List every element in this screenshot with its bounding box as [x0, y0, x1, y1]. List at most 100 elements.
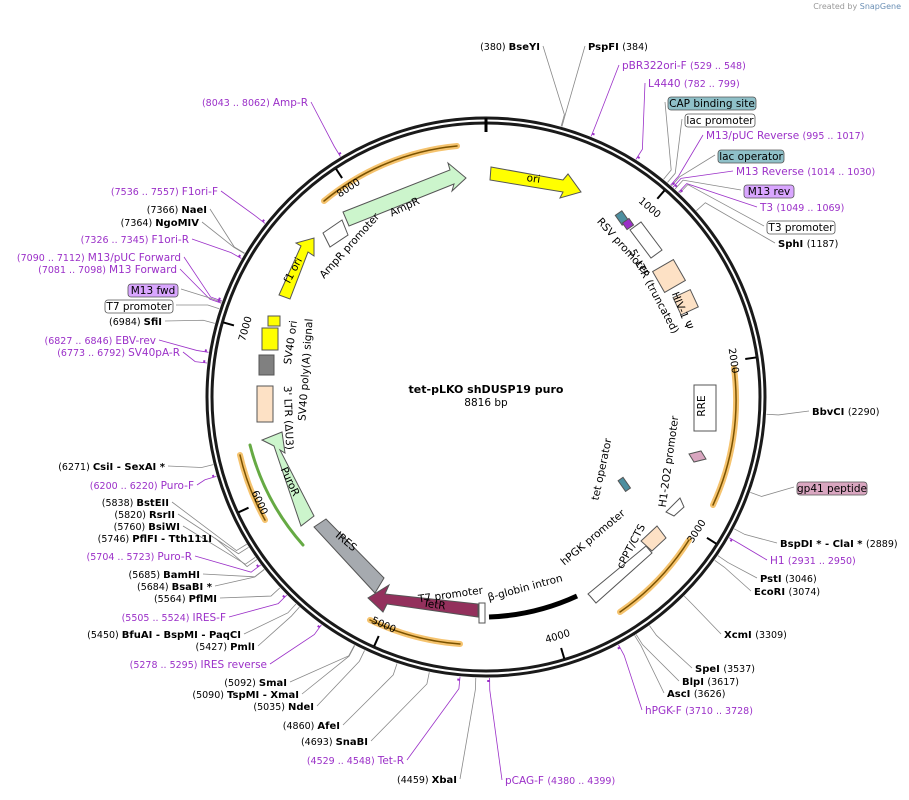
site-bspdi-clai[interactable]: BspDI * - ClaI * (2889) [780, 539, 898, 550]
primer-mark [317, 624, 321, 628]
feature-label-h1-2o2-promoter[interactable]: H1-2O2 promoter [657, 415, 682, 509]
primer-h1[interactable]: H1 (2931 .. 2950) [770, 555, 856, 567]
primer-m13-puc-reverse[interactable]: M13/pUC Reverse (995 .. 1017) [706, 130, 864, 142]
primer-m13-forward[interactable]: (7081 .. 7098) M13 Forward [38, 264, 177, 276]
site-sphi[interactable]: SphI (1187) [778, 239, 838, 250]
feature-label-globin-intron[interactable]: β-globin intron [487, 572, 564, 604]
primer-puro-f[interactable]: (6200 .. 6220) Puro-F [90, 480, 194, 492]
site-bbvci[interactable]: BbvCI (2290) [812, 407, 879, 418]
feature-3ltr [256, 385, 274, 423]
site-bsabi[interactable]: (5684) BsaBI * [137, 582, 213, 593]
site-bsiwi[interactable]: (5760) BsiWI [114, 522, 180, 533]
site-afei[interactable]: (4860) AfeI [283, 721, 340, 732]
boxed-label-box [796, 481, 868, 496]
primer-mark [211, 474, 215, 478]
feature-label-sv40-ori[interactable]: SV40 ori [282, 320, 300, 365]
primer-tet-r[interactable]: (4529 .. 4548) Tet-R [307, 755, 404, 767]
site-sfii[interactable]: (6984) SfiI [109, 317, 162, 328]
site-pmli[interactable]: (5427) PmlI [195, 642, 255, 653]
feature-label-tet-operator[interactable]: tet operator [590, 437, 615, 502]
site-ecori[interactable]: EcoRI (3074) [754, 587, 820, 598]
boxed-label-m13-fwd[interactable]: M13 fwd [131, 285, 176, 297]
primer-hpgk-f[interactable]: hPGK-F (3710 .. 3728) [645, 705, 753, 717]
boxed-label-lac-promoter[interactable]: lac promoter [686, 115, 754, 127]
boxed-label-m13-rev[interactable]: M13 rev [748, 186, 791, 198]
leader-line [219, 587, 281, 599]
primer-m13-reverse[interactable]: M13 Reverse (1014 .. 1030) [736, 166, 875, 178]
site-position: (5838) [102, 498, 137, 509]
primer-ebv-rev[interactable]: (6827 .. 6846) EBV-rev [44, 335, 156, 347]
leader-line [489, 677, 503, 781]
feature-label-3-ltr-u3[interactable]: 3' LTR (ΔU3) [281, 386, 295, 450]
boxed-label-cap-binding-site[interactable]: CAP binding site [669, 98, 755, 110]
primer-f1ori-r[interactable]: (7326 .. 7345) F1ori-R [81, 234, 189, 246]
primer-position: (2931 .. 2950) [788, 556, 856, 567]
site-smai[interactable]: (5092) SmaI [224, 678, 287, 689]
leader-line [672, 170, 734, 188]
site-pspfi[interactable]: PspFI (384) [588, 42, 648, 53]
site-naei[interactable]: (7366) NaeI [147, 205, 207, 216]
site-name: RsrII [149, 510, 175, 521]
site-name: CsiI - SexAI * [93, 462, 166, 473]
site-snabi[interactable]: (4693) SnaBI [301, 737, 368, 748]
boxed-label-t7-promoter[interactable]: T7 promoter [105, 301, 172, 313]
leader-line [158, 339, 209, 353]
site-bsteii[interactable]: (5838) BstEII [102, 498, 169, 509]
site-tspmi-xmai[interactable]: (5090) TspMI - XmaI [192, 690, 299, 701]
primer-mark [679, 189, 684, 193]
leader-line [310, 101, 341, 157]
primer-position: (995 .. 1017) [803, 131, 865, 142]
feature-label-sv40-poly-a-signal[interactable]: SV40 poly(A) signal [296, 318, 315, 421]
primer-amp-r[interactable]: (8043 .. 8062) Amp-R [202, 97, 308, 109]
site-ndei[interactable]: (5035) NdeI [253, 702, 314, 713]
primer-mark [338, 151, 342, 155]
site-blpi[interactable]: BlpI (3617) [682, 677, 739, 688]
site-bamhi[interactable]: (5685) BamHI [129, 570, 201, 581]
restriction-sites: (380) BseYI PspFI (384) SphI (1187) BbvCI (… [58, 42, 897, 786]
boxed-label-t3-promoter[interactable]: T3 promoter [767, 222, 834, 234]
leader-line [717, 555, 758, 579]
primer-t3[interactable]: T3 (1049 .. 1069) [759, 202, 844, 214]
primer-ires-f[interactable]: (5505 .. 5524) IRES-F [122, 612, 226, 624]
site-xbai[interactable]: (4459) XbaI [397, 775, 457, 786]
primer-mark [674, 184, 678, 188]
primer-f1ori-f[interactable]: (7536 .. 7557) F1ori-F [111, 186, 218, 198]
boxed-label-lac-operator[interactable]: lac operator [719, 151, 783, 163]
boxed-label-box [743, 184, 795, 199]
leader-line [164, 319, 215, 324]
primer-puro-r[interactable]: (5704 .. 5723) Puro-R [87, 551, 192, 563]
site-bseyi[interactable]: (380) BseYI [480, 42, 540, 53]
primer-m13-puc-forward[interactable]: (7090 .. 7112) M13/pUC Forward [17, 252, 181, 264]
primer-sv40pa-r[interactable]: (6773 .. 6792) SV40pA-R [57, 347, 180, 359]
site-pflfi-tth111i[interactable]: (5746) PflFI - Tth111I [98, 534, 212, 545]
site-rsrii[interactable]: (5820) RsrII [114, 510, 175, 521]
site-bfuai-bspmi-paqci[interactable]: (5450) BfuAI - BspMI - PaqCI [87, 630, 241, 641]
primer-position: (3710 .. 3728) [685, 706, 753, 717]
leader-line [175, 304, 220, 310]
site-csii-sexai[interactable]: (6271) CsiI - SexAI * [58, 462, 166, 473]
boxed-label-gp41-peptide[interactable]: gp41 peptide [797, 483, 867, 495]
site-ngomiv[interactable]: (7364) NgoMIV [121, 218, 200, 229]
site-spei[interactable]: SpeI (3537) [695, 664, 755, 675]
site-name: BamHI [163, 570, 200, 581]
site-asci[interactable]: AscI (3626) [667, 689, 725, 700]
feature-label-tetr[interactable]: TetR [421, 597, 446, 612]
primer-l4440[interactable]: L4440 (782 .. 799) [648, 78, 740, 90]
leader-line [714, 559, 752, 592]
primer-ires-reverse[interactable]: (5278 .. 5295) IRES reverse [130, 659, 267, 671]
site-pflmi[interactable]: (5564) PflMI [154, 594, 217, 605]
leader-line [406, 676, 461, 761]
primer-pcag-f[interactable]: pCAG-F (4380 .. 4399) [505, 775, 615, 787]
site-position: (4459) [397, 775, 432, 786]
feature-label-puror[interactable]: PuroR [278, 465, 302, 498]
site-psti[interactable]: PstI (3046) [760, 574, 817, 585]
primer-pbr322ori-f[interactable]: pBR322ori-F (529 .. 548) [622, 60, 746, 72]
leader-line [202, 569, 265, 578]
feature-label-ori[interactable]: ori [526, 172, 541, 186]
site-position: (5684) [137, 582, 172, 593]
feature-label-f1-ori[interactable]: f1 ori [282, 256, 305, 286]
site-name: BspDI * - ClaI * [780, 539, 866, 550]
site-xcmi[interactable]: XcmI (3309) [724, 630, 787, 641]
feature-label-rre[interactable]: RRE [696, 395, 708, 416]
primer-mark [729, 538, 733, 542]
